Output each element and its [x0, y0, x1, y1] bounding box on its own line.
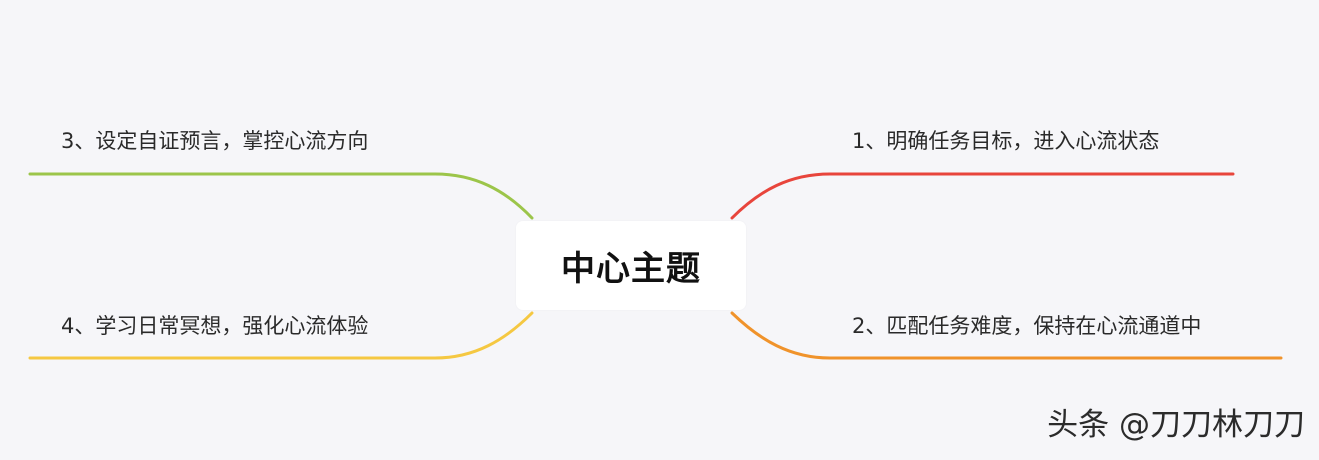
- branch-4-connector: [28, 311, 534, 360]
- central-topic-label: 中心主题: [561, 249, 701, 289]
- central-topic-node[interactable]: 中心主题: [516, 221, 746, 310]
- branch-1-label[interactable]: 1、明确任务目标，进入心流状态: [852, 129, 1160, 153]
- branch-2-label[interactable]: 2、匹配任务难度，保持在心流通道中: [852, 314, 1202, 338]
- branch-1-connector: [730, 172, 1235, 220]
- branch-3-label[interactable]: 3、设定自证预言，掌控心流方向: [61, 129, 369, 153]
- branch-4-label[interactable]: 4、学习日常冥想，强化心流体验: [61, 314, 369, 338]
- branch-3-connector: [28, 172, 534, 220]
- branch-2-connector: [730, 311, 1283, 360]
- watermark-text: 头条 @刀刀林刀刀: [1047, 407, 1305, 443]
